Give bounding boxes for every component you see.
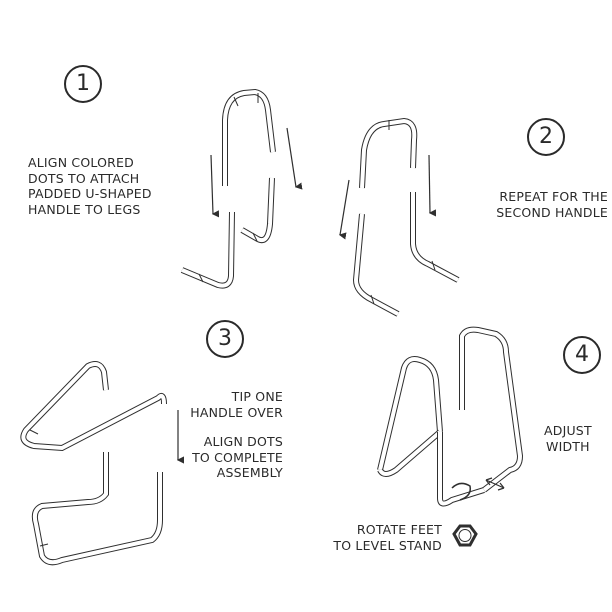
step-3-line: ASSEMBLY xyxy=(216,465,283,480)
step-3-line: ALIGN DOTS xyxy=(203,434,283,449)
step-1-leg-left xyxy=(180,211,235,289)
step-2-u-handle xyxy=(359,117,418,189)
step-4-instructions-b: ROTATE FEET TO LEVEL STAND xyxy=(333,522,442,553)
step-1-line: PADDED U-SHAPED xyxy=(28,186,152,201)
hex-foot-icon xyxy=(452,524,478,547)
step-4-number: 4 xyxy=(563,336,601,374)
step-1-instructions: ALIGN COLORED DOTS TO ATTACH PADDED U-SH… xyxy=(28,155,152,217)
step-2-leg-left xyxy=(352,213,400,317)
rotate-arrow-icon xyxy=(451,482,472,501)
step-2-leg-right xyxy=(410,192,460,283)
step-2-line: SECOND HANDLE xyxy=(496,204,608,220)
step-3-handle-bottom xyxy=(31,452,163,566)
down-arrow-icon xyxy=(210,154,220,218)
step-3-line: HANDLE OVER xyxy=(190,404,283,420)
step-4-assembled-stand xyxy=(377,326,524,507)
step-4-line: TO LEVEL STAND xyxy=(333,537,442,553)
step-3-instructions-b: ALIGN DOTS TO COMPLETE ASSEMBLY xyxy=(192,434,283,481)
step-4-line: ADJUST xyxy=(544,423,592,438)
step-2-number: 2 xyxy=(527,118,565,156)
step-3-line: TIP ONE xyxy=(231,389,283,404)
double-arrow-icon xyxy=(485,477,505,491)
down-arrow-icon xyxy=(338,179,350,240)
step-1-leg-right xyxy=(240,177,275,244)
step-3-number: 3 xyxy=(206,320,244,358)
step-3-handle-top xyxy=(20,361,167,452)
step-2-line: REPEAT FOR THE xyxy=(499,189,608,204)
step-4-line: WIDTH xyxy=(546,438,590,454)
down-arrow-icon xyxy=(428,154,437,217)
step-1-line: HANDLE TO LEGS xyxy=(28,201,141,217)
step-3-line: TO COMPLETE xyxy=(192,449,283,465)
step-4-line: ROTATE FEET xyxy=(356,522,442,537)
step-1-line: DOTS TO ATTACH xyxy=(28,170,140,186)
step-2-instructions: REPEAT FOR THE SECOND HANDLE xyxy=(496,189,608,220)
step-4-instructions-a: ADJUST WIDTH xyxy=(544,423,592,454)
step-1-u-handle xyxy=(222,88,276,186)
step-1-line: ALIGN COLORED xyxy=(28,155,134,170)
step-1-number: 1 xyxy=(64,65,102,103)
down-arrow-icon xyxy=(286,127,303,190)
step-3-instructions-a: TIP ONE HANDLE OVER xyxy=(190,389,283,420)
